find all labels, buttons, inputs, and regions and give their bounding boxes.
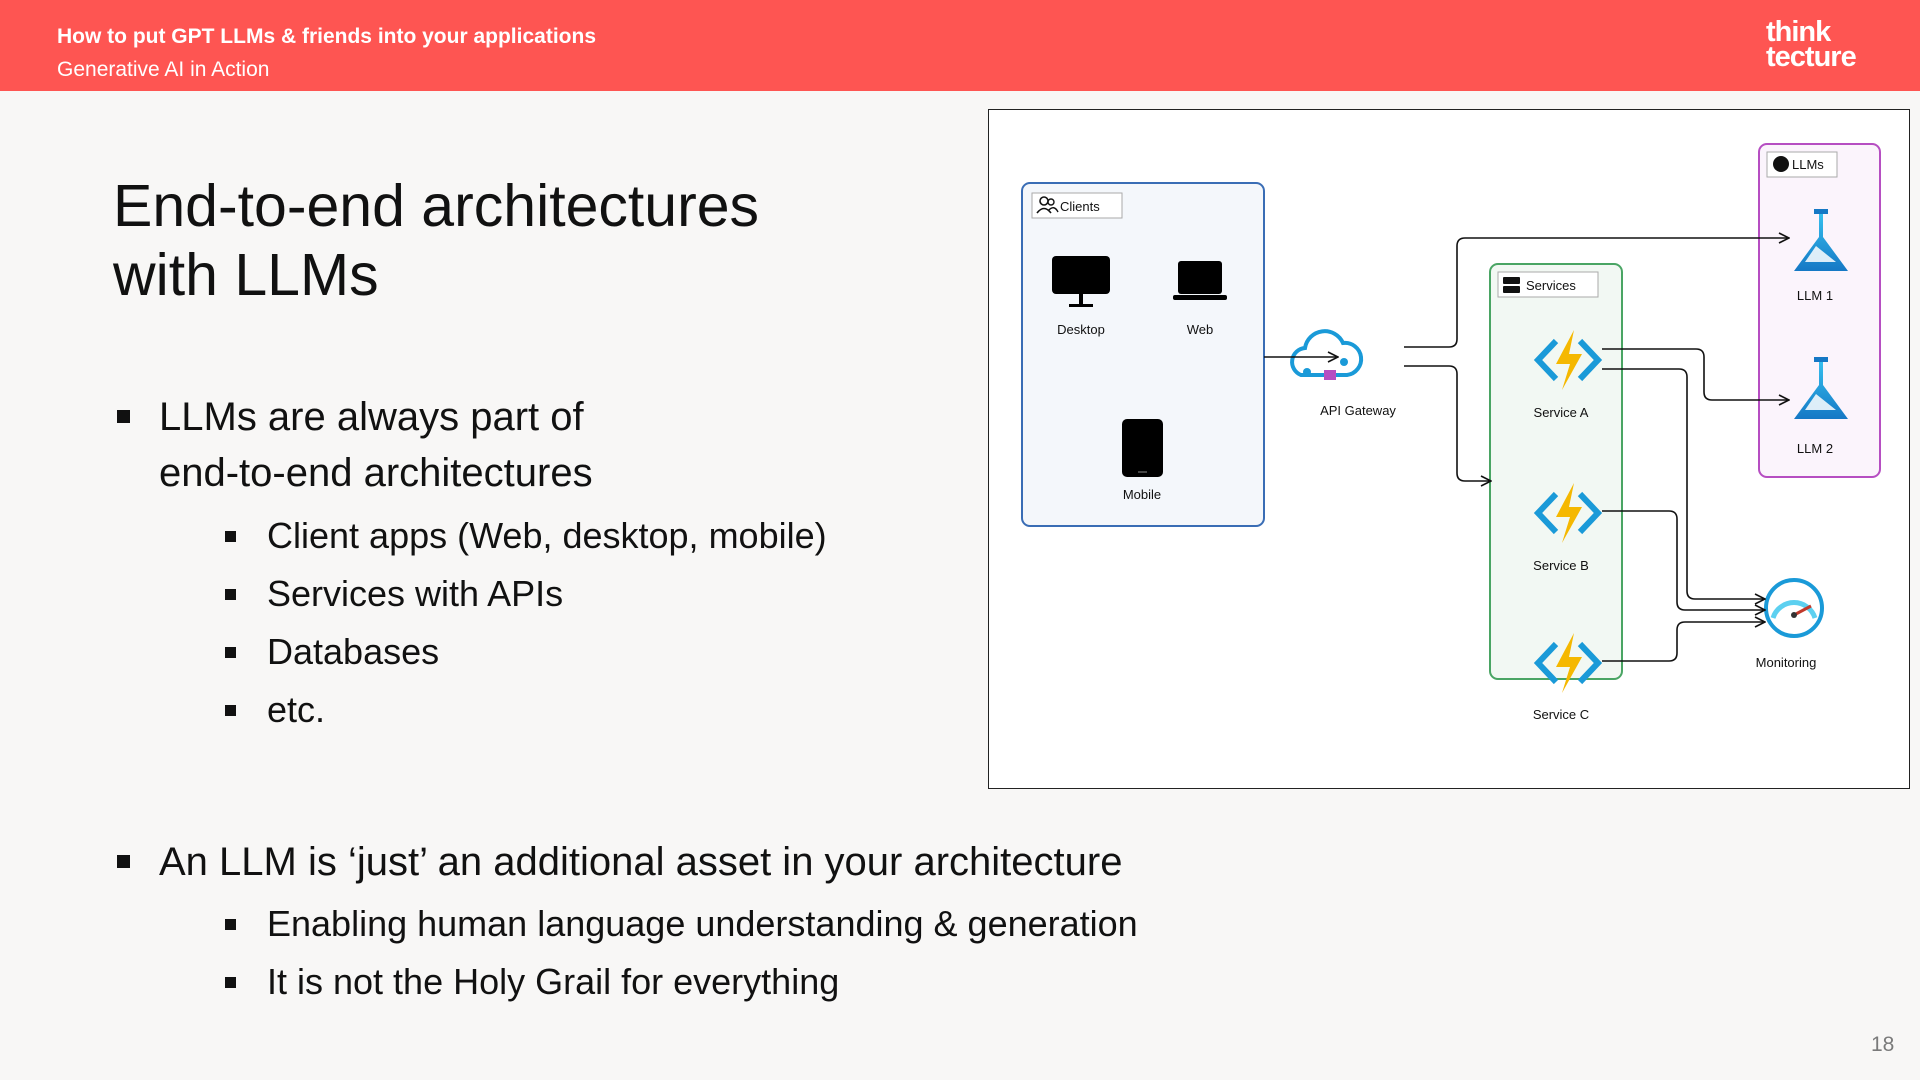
connectors [1264, 238, 1789, 662]
service-a-to-monitoring-arrow [1602, 368, 1765, 599]
gateway-to-llm1-arrow [1404, 238, 1789, 348]
desktop-icon [1052, 256, 1110, 307]
web-label: Web [1187, 322, 1214, 337]
header-bar: How to put GPT LLMs & friends into your … [0, 0, 1920, 91]
llm-1-label: LLM 1 [1797, 288, 1833, 303]
architecture-svg: Clients Desktop Web Mobile [1021, 143, 1881, 722]
bullet-marker [225, 647, 236, 658]
sub-bullet-etc: etc. [225, 688, 325, 732]
users-icon [1036, 196, 1059, 214]
api-gateway-label: API Gateway [1320, 403, 1396, 418]
service-a-to-llm2-arrow [1602, 348, 1789, 400]
service-a-label: Service A [1534, 405, 1589, 420]
service-c-function-icon [1533, 633, 1603, 693]
service-a-function-icon [1533, 330, 1603, 390]
monitoring-label: Monitoring [1756, 655, 1817, 670]
mobile-icon [1122, 419, 1163, 477]
bullet-llms-part: LLMs are always part of end-to-end archi… [117, 389, 593, 501]
gateway-to-services-arrow [1404, 365, 1491, 481]
bullet-marker [225, 531, 236, 542]
service-b-label: Service B [1533, 558, 1589, 573]
sub-bullet-databases: Databases [225, 630, 439, 674]
presentation-subtitle: Generative AI in Action [57, 58, 270, 81]
sub-bullet-client-apps: Client apps (Web, desktop, mobile) [225, 514, 827, 558]
monitoring-gauge-icon [1764, 578, 1824, 638]
architecture-diagram: Clients Desktop Web Mobile [988, 109, 1910, 789]
service-c-label: Service C [1533, 707, 1589, 722]
thinktecture-logo: think tecture [1766, 16, 1857, 73]
services-group: Services Service A Service B Service C [1489, 263, 1623, 722]
llm-1-flask-icon [1794, 209, 1848, 271]
service-b-to-monitoring-arrow [1602, 510, 1765, 610]
bullet-marker [117, 410, 130, 423]
presentation-title: How to put GPT LLMs & friends into your … [57, 25, 596, 48]
sub-bullet-holy-grail: It is not the Holy Grail for everything [225, 960, 839, 1004]
sub-bullet-services: Services with APIs [225, 572, 563, 616]
service-c-to-monitoring-arrow [1602, 622, 1765, 662]
desktop-label: Desktop [1057, 322, 1105, 337]
server-icon [1503, 277, 1520, 293]
api-gateway-cloud-icon [1290, 329, 1364, 380]
bullet-marker [225, 977, 236, 988]
services-group-label: Services [1526, 278, 1576, 293]
bullet-marker [225, 589, 236, 600]
slide-title: End-to-end architectures with LLMs [113, 173, 760, 308]
laptop-icon [1173, 261, 1227, 300]
clients-group-label: Clients [1060, 199, 1100, 214]
llm-2-flask-icon [1794, 357, 1848, 419]
llm-2-label: LLM 2 [1797, 441, 1833, 456]
bullet-marker [225, 919, 236, 930]
llms-group-label: LLMs [1792, 157, 1824, 172]
bullet-marker [117, 855, 130, 868]
sub-bullet-language: Enabling human language understanding & … [225, 902, 1138, 946]
bullet-llm-asset: An LLM is ‘just’ an additional asset in … [117, 834, 1122, 890]
bullet-marker [225, 705, 236, 716]
service-b-function-icon [1533, 483, 1603, 543]
llms-group: LLMs LLM 1 LLM 2 [1758, 143, 1881, 478]
clients-group: Clients Desktop Web Mobile [1021, 182, 1265, 527]
openai-icon [1773, 156, 1789, 172]
page-number: 18 [1871, 1033, 1895, 1056]
mobile-label: Mobile [1123, 487, 1161, 502]
